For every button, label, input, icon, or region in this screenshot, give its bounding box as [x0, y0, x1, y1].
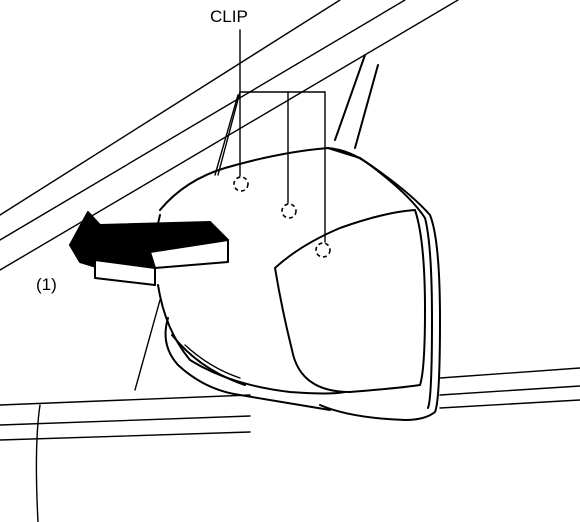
clip-marker-2	[281, 203, 297, 219]
clip-markers	[233, 176, 331, 258]
mirror-housing	[149, 147, 441, 421]
clip-marker-1	[233, 176, 249, 192]
part-number-label: (1)	[36, 275, 57, 294]
door-beltline	[0, 299, 580, 522]
clip-leader-lines	[217, 29, 326, 243]
clip-marker-3	[315, 242, 331, 258]
clip-label: CLIP	[210, 7, 248, 26]
mirror-base	[164, 317, 331, 411]
removal-direction-arrow	[69, 211, 229, 286]
